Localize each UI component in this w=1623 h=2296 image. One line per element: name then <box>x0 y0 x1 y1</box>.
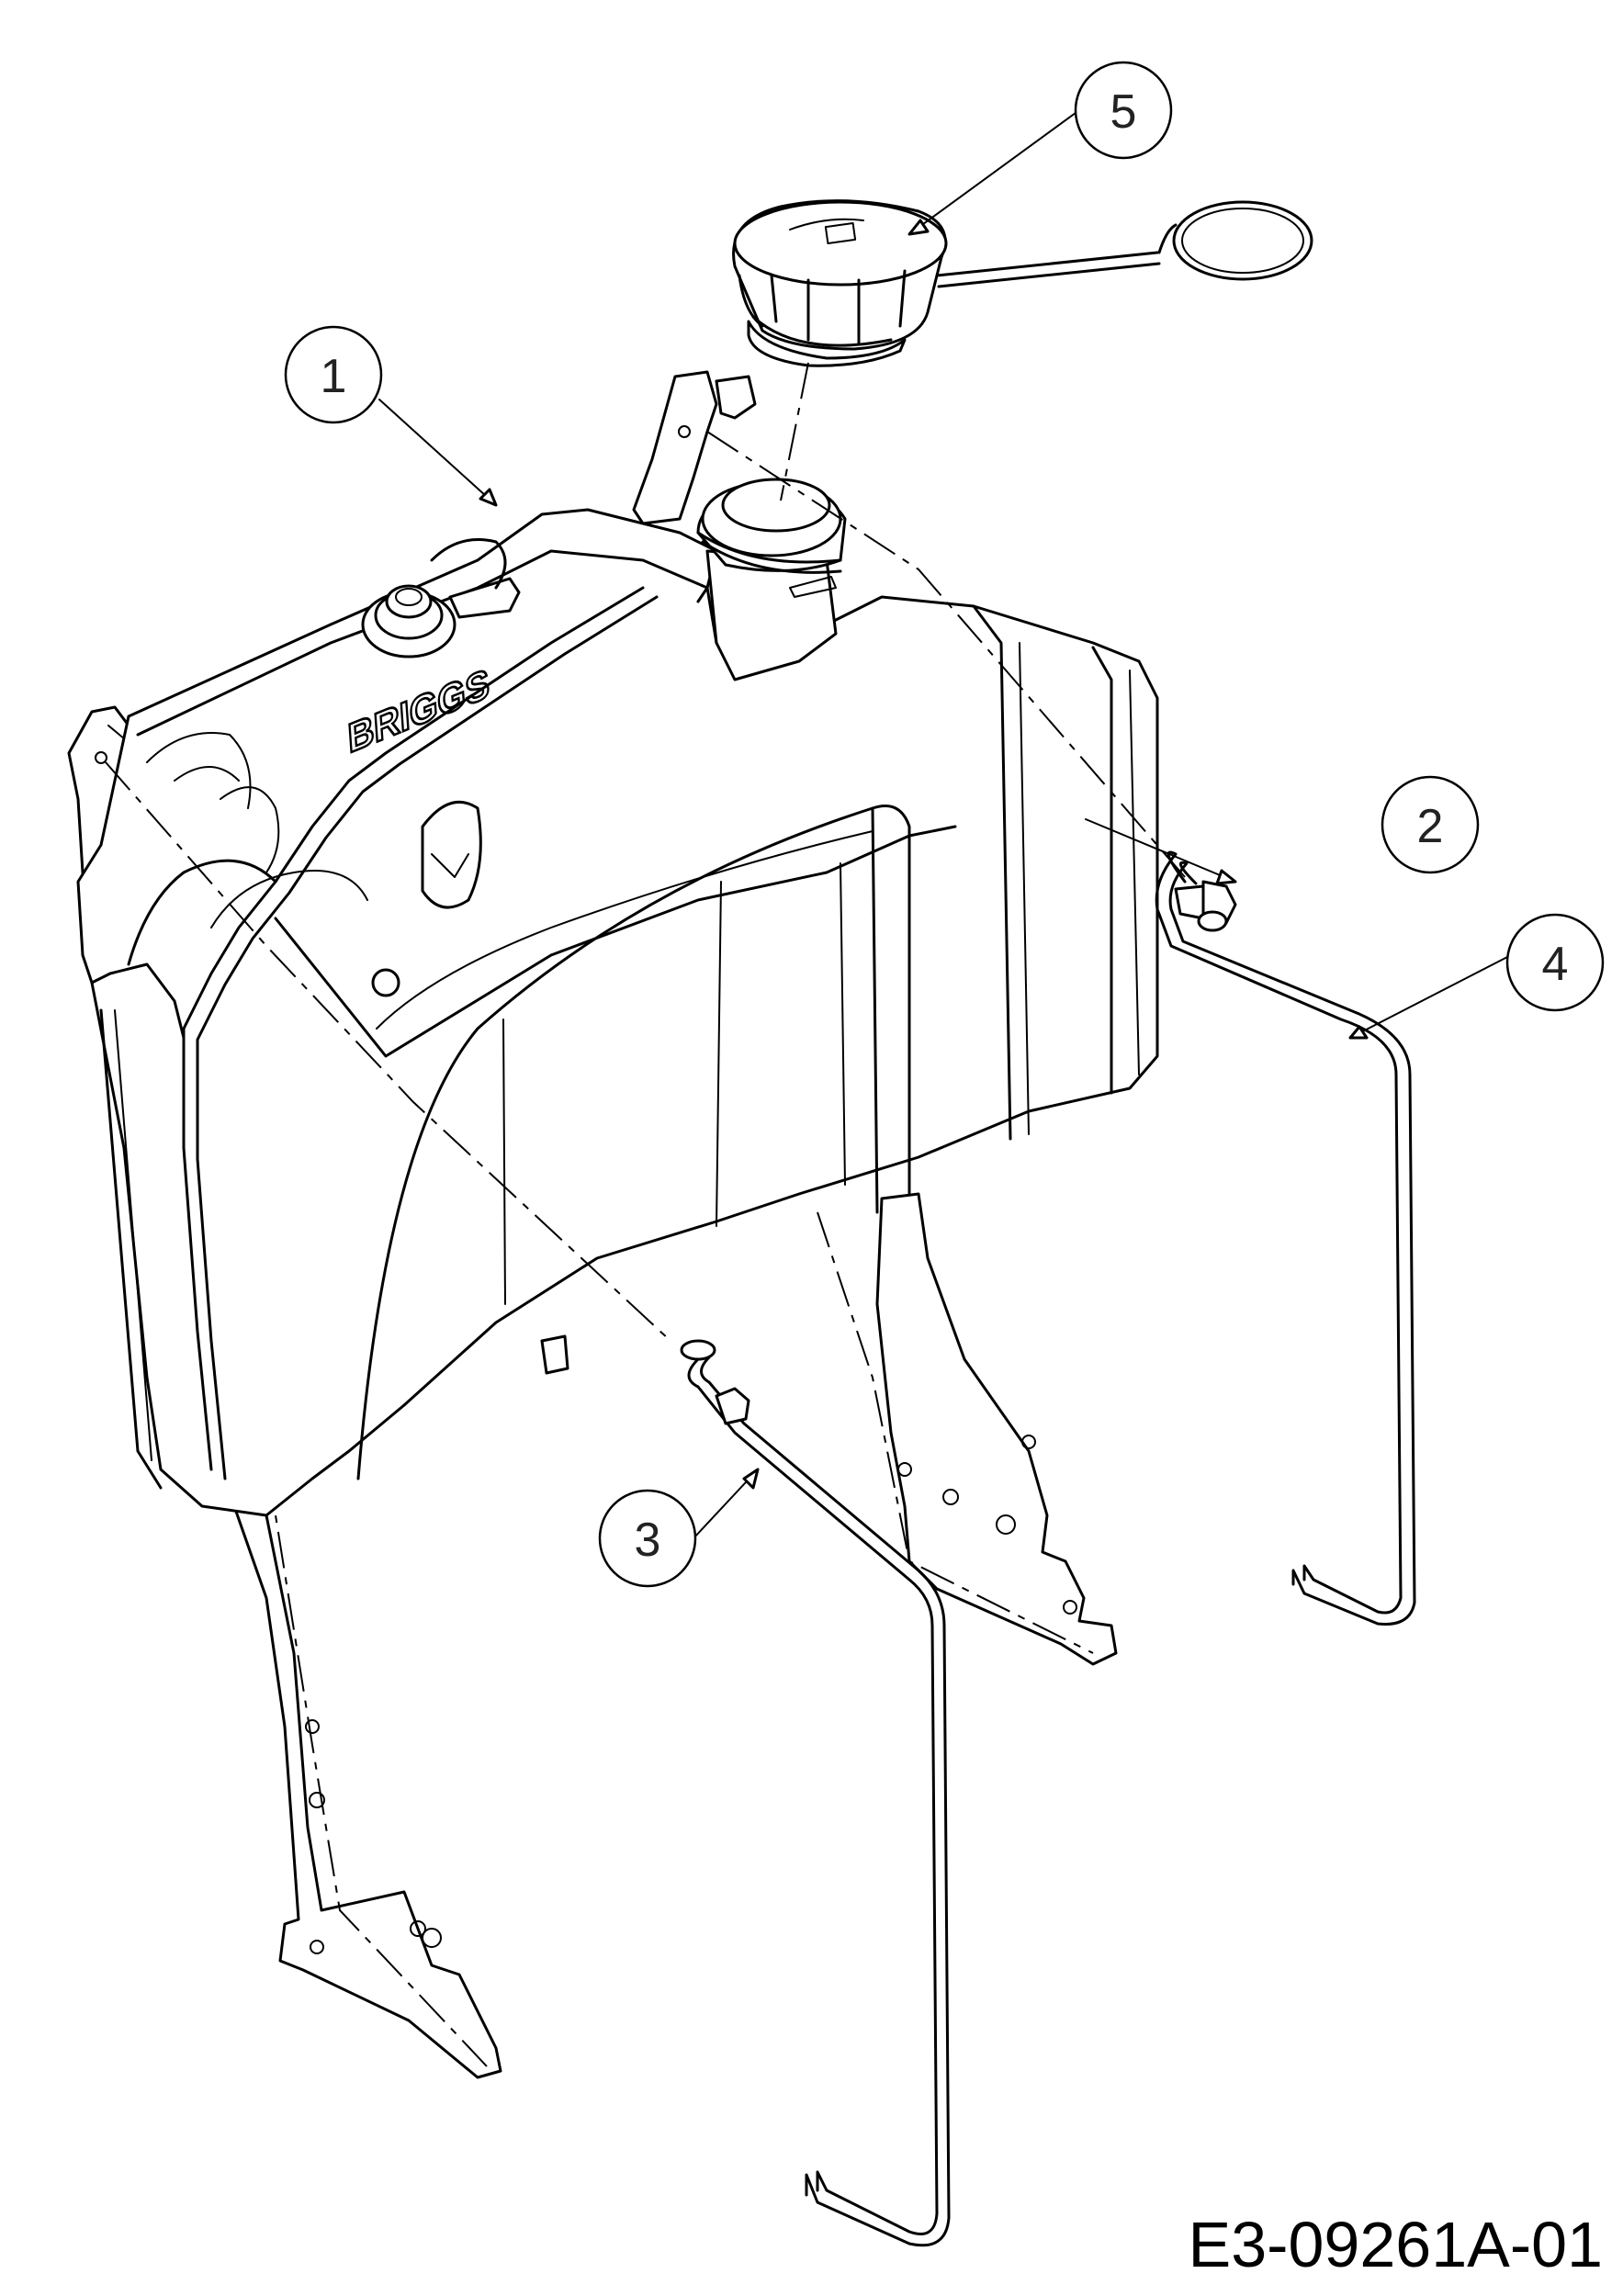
front-retaining-rod <box>105 761 951 2247</box>
callout-5-label: 5 <box>1110 85 1137 139</box>
callout-1: 1 <box>284 325 383 424</box>
callout-4: 4 <box>1505 913 1605 1012</box>
fuel-cap <box>732 199 1313 367</box>
callout-2-label: 2 <box>1417 800 1444 853</box>
callout-1-label: 1 <box>321 350 347 403</box>
callout-5: 5 <box>1074 61 1173 160</box>
leader-lines <box>378 109 1512 1539</box>
rear-top-clip <box>632 370 757 525</box>
callout-3: 3 <box>598 1489 697 1588</box>
callout-3-label: 3 <box>635 1514 661 1567</box>
filler-neck <box>696 478 847 681</box>
hex-screw <box>1174 880 1237 932</box>
callout-4-label: 4 <box>1542 938 1569 991</box>
callout-2: 2 <box>1381 775 1480 874</box>
drawing-code: E3-09261A-01 <box>1189 2209 1603 2280</box>
cap-assembly-line <box>780 362 809 501</box>
right-retaining-rod <box>706 431 1416 1626</box>
fuel-tank <box>76 508 1159 1517</box>
fuel-gauge <box>361 538 521 658</box>
right-mounting-bracket <box>817 1192 1118 1666</box>
